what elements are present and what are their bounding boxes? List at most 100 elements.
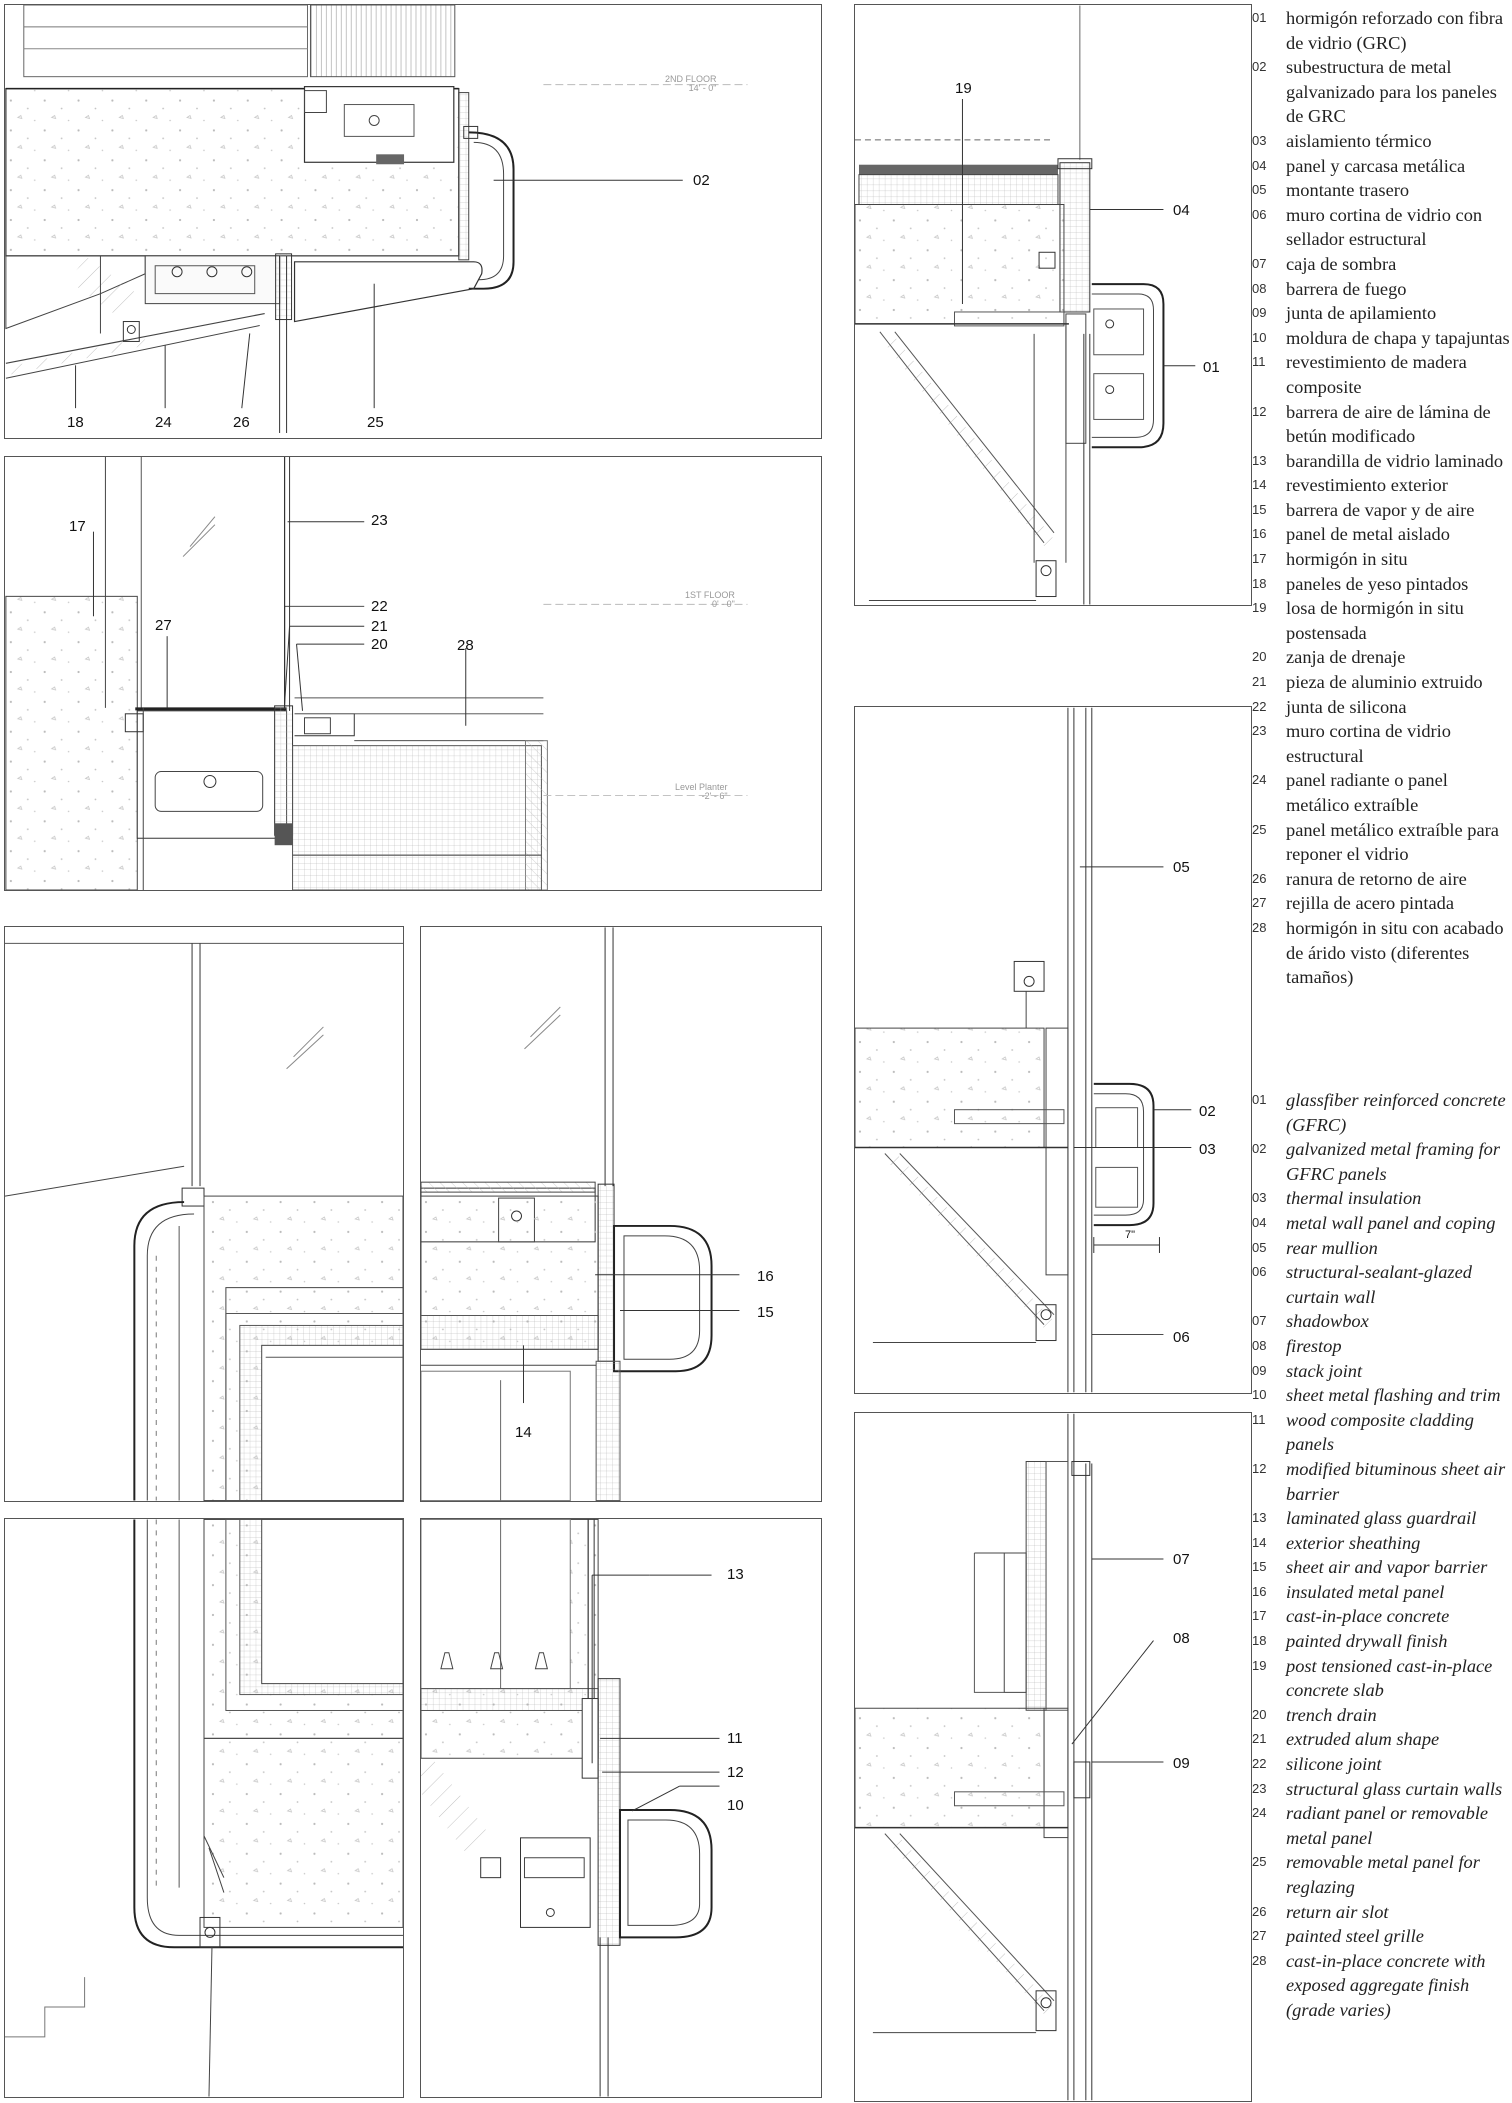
legend-text: barrera de vapor y de aire [1286,499,1475,520]
legend-text: insulated metal panel [1286,1581,1445,1602]
legend-text: hormigón reforzado con fibra de vidrio (… [1286,8,1504,53]
legend-text: barrera de aire de lámina de betún modif… [1286,401,1491,447]
legend-text: radiant panel or removable metal panel [1286,1803,1489,1848]
legend-text: return air slot [1286,1901,1389,1922]
legend-number: 16 [1252,1583,1267,1599]
legend-number: 09 [1252,1362,1267,1378]
legend-number: 05 [1252,1239,1267,1255]
legend-number: 11 [1252,354,1266,370]
callout-08: 08 [1173,1630,1190,1647]
legend-text: losa de hormigón in situ postensada [1286,598,1464,643]
detail-base-drawing [5,457,748,890]
legend-number: 19 [1252,600,1267,616]
callout-15: 15 [757,1304,774,1321]
legend-text: metal wall panel and coping [1286,1212,1496,1233]
detail-section-coping: 19 04 01 [854,4,1252,606]
legend-number: 08 [1252,280,1267,296]
callout-11: 11 [727,1730,743,1747]
legend-item: 08 firestop [1252,1334,1510,1359]
legend-number: 23 [1252,1780,1267,1796]
legend-number: 25 [1252,821,1267,837]
legend-number: 03 [1252,132,1267,148]
legend-number: 24 [1252,772,1267,788]
callout-24: 24 [155,414,172,431]
legend-number: 17 [1252,1608,1267,1624]
legend-number: 20 [1252,649,1267,665]
legend-text: stack joint [1286,1360,1363,1381]
callout-07: 07 [1173,1551,1190,1568]
callout-19: 19 [955,80,972,97]
legend-number: 11 [1252,1411,1266,1427]
level-1st-floor-name: 1ST FLOOR [685,590,735,600]
legend-number: 13 [1252,1510,1267,1526]
legend-number: 08 [1252,1337,1267,1353]
legend-number: 17 [1252,551,1267,567]
legend-item: 19 losa de hormigón in situ postensada [1252,596,1510,645]
callout-23: 23 [371,512,388,529]
legend-text: removable metal panel for reglazing [1286,1852,1480,1897]
legend-text: cast-in-place concrete [1286,1606,1450,1627]
legend-number: 10 [1252,329,1267,345]
legend-text: rejilla de acero pintada [1286,893,1454,914]
callout-04: 04 [1173,202,1190,219]
callout-26: 26 [233,414,250,431]
legend-number: 13 [1252,452,1267,468]
legend-text: moldura de chapa y tapajuntas [1286,327,1510,348]
callout-22: 22 [371,598,388,615]
detail-section-mullion: 7" 05 02 03 06 [854,706,1252,1394]
legend-text: extruded alum shape [1286,1729,1440,1750]
legend-text: silicone joint [1286,1754,1382,1775]
detail-section-mullion-drawing [855,707,1192,1393]
callout-02: 02 [693,172,710,189]
legend-number: 02 [1252,1141,1267,1157]
legend-number: 18 [1252,575,1267,591]
detail-plan-lower-left [4,1518,404,2098]
legend-text: panel y carcasa metálica [1286,155,1466,176]
legend-text: pieza de aluminio extruido [1286,672,1483,693]
legend-text: laminated glass guardrail [1286,1508,1477,1529]
legend-text: firestop [1286,1335,1342,1356]
detail-plan-lower-left-drawing [5,1519,403,2097]
legend-text: barrera de fuego [1286,278,1407,299]
detail-section-shadowbox-drawing [855,1413,1164,2101]
detail-head-2nd-floor: 2ND FLOOR 14' - 0" 02 18 24 26 25 [4,4,822,439]
detail-section-shadowbox: 07 08 09 [854,1412,1252,2102]
legend-text: barandilla de vidrio laminado [1286,450,1504,471]
legend-number: 12 [1252,1460,1267,1476]
legend-number: 12 [1252,403,1267,419]
legend-text: ranura de retorno de aire [1286,868,1467,889]
legend-text: shadowbox [1286,1311,1369,1332]
legend-number: 21 [1252,1731,1267,1747]
callout-02b: 02 [1199,1103,1216,1120]
legend-text: muro cortina de vidrio con sellador estr… [1286,204,1483,250]
legend-number: 26 [1252,870,1267,886]
legend-item: 12 barrera de aire de lámina de betún mod… [1252,400,1510,449]
legend-number: 05 [1252,182,1267,198]
detail-plan-corner-upper-left [4,926,404,1502]
legend-item: 17 cast-in-place concrete [1252,1604,1510,1629]
legend-number: 10 [1252,1387,1267,1403]
level-2nd-floor-name: 2ND FLOOR [665,74,717,84]
level-marker-2nd-floor: 2ND FLOOR 14' - 0" [665,74,717,94]
callout-28: 28 [457,637,474,654]
